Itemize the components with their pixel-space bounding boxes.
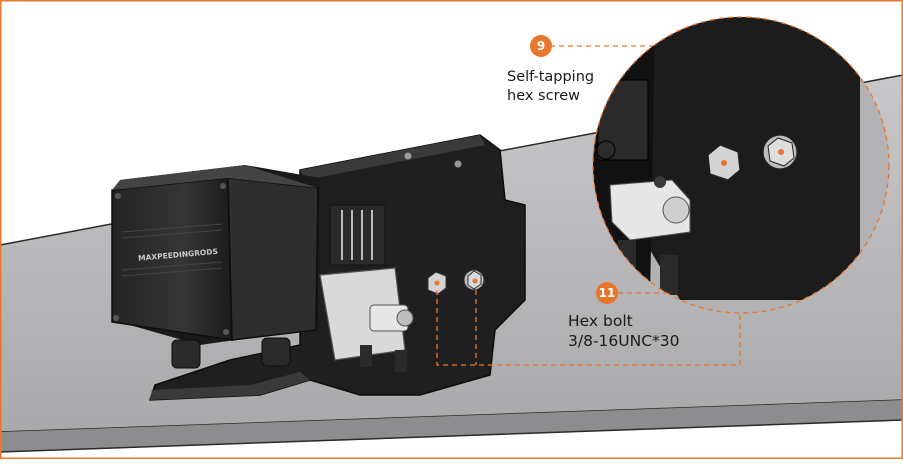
compressor-unit: MAXPEEDINGRODS	[111, 165, 320, 369]
callout-label-self-tapping-hex-screw: Self-tapping hex screw	[507, 68, 594, 106]
callout-badge-11: 11	[596, 282, 618, 304]
mounting-bracket	[148, 134, 526, 401]
callout-label-line: Hex bolt	[568, 312, 633, 330]
zoom-hex-screw	[762, 134, 798, 170]
callout-label-line: Self-tapping	[507, 69, 595, 85]
bracket-hex-bolt	[427, 271, 447, 295]
callout-badge-9: 9	[530, 35, 552, 57]
bracket-hex-screw	[463, 269, 485, 291]
pump-head-assembly	[319, 204, 414, 372]
callout-label-line: 3/8-16UNC*30	[568, 332, 680, 350]
callout-label-hex-bolt: Hex bolt 3/8-16UNC*30	[568, 311, 680, 351]
zoom-hex-bolt	[707, 144, 741, 181]
callout-label-line: hex screw	[507, 88, 580, 104]
